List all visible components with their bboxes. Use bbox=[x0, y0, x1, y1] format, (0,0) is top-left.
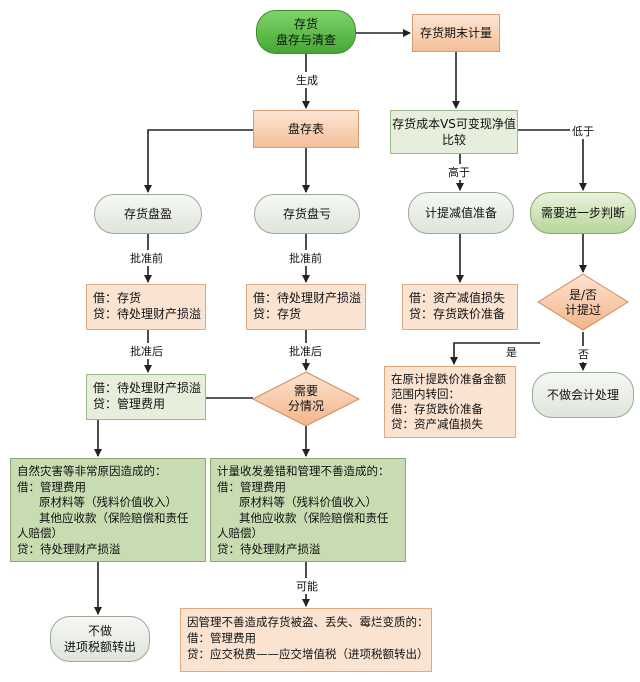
need-case-line-2: 分情况 bbox=[287, 399, 324, 413]
surplus-node: 存货盘盈 bbox=[94, 194, 202, 234]
impairment-entry-credit: 贷：存货跌价准备 bbox=[409, 307, 506, 321]
surplus-entry-box: 借：存货 贷：待处理财产损溢 bbox=[86, 284, 206, 330]
shortage-label: 存货盘亏 bbox=[282, 207, 331, 221]
no-input-tax-line-1: 不做 bbox=[87, 624, 112, 638]
disaster-line-2: 借：管理费用 bbox=[17, 479, 86, 494]
surplus-entry-credit: 贷：待处理财产损溢 bbox=[93, 307, 202, 321]
need-case-line-1: 需要 bbox=[293, 384, 318, 398]
period-end-label: 存货期末计量 bbox=[419, 26, 492, 40]
error-line-2: 借：管理费用 bbox=[217, 479, 286, 494]
label-higher: 高于 bbox=[446, 164, 472, 180]
further-judge-label: 需要进一步判断 bbox=[540, 206, 625, 220]
error-line-3: 原材料等（残料价值收入） bbox=[239, 495, 377, 509]
edge-sheet-surplus bbox=[144, 129, 253, 193]
label-no: 否 bbox=[576, 346, 591, 362]
decision-diamond-case bbox=[251, 371, 361, 427]
surplus-label: 存货盘盈 bbox=[123, 207, 172, 221]
reverse-entry-box: 在原计提跌价准备金额 范围内转回： 借：存货跌价准备 贷：资产减值损失 bbox=[384, 366, 516, 438]
theft-loss-box: 因管理不善造成存货被盗、丢失、霉烂变质的： 借：管理费用 贷：应交税费——应交增… bbox=[180, 608, 432, 672]
start-node: 存货盘存与清查 bbox=[256, 10, 356, 54]
provision-q-line-1: 是/否 bbox=[568, 288, 598, 302]
compare-node: 存货成本VS可变现净值比较 bbox=[390, 110, 518, 154]
theft-line-1: 因管理不善造成存货被盗、丢失、霉烂变质的： bbox=[187, 615, 429, 629]
natural-disaster-box: 自然灾害等非常原因造成的： 借：管理费用 原材料等（残料价值收入） 其他应收款（… bbox=[10, 458, 206, 562]
shortage-entry-debit: 借：待处理财产损溢 bbox=[253, 291, 362, 305]
need-case-question: 需要 分情况 bbox=[266, 384, 346, 414]
no-accounting-label: 不做会计处理 bbox=[546, 388, 619, 402]
label-lower: 低于 bbox=[570, 123, 596, 139]
surplus-entry2-box: 借：待处理财产损溢 贷：管理费用 bbox=[86, 374, 206, 420]
surplus-entry2-credit: 贷：管理费用 bbox=[93, 397, 166, 411]
label-approve-before-1: 批准前 bbox=[128, 250, 165, 266]
edge-yes-reverse bbox=[450, 342, 540, 365]
label-generate: 生成 bbox=[294, 72, 320, 88]
start-line-1: 存货 bbox=[293, 17, 318, 31]
label-yes: 是 bbox=[504, 344, 519, 360]
theft-line-2: 借：管理费用 bbox=[187, 631, 256, 645]
error-line-4: 其他应收款（保险赔偿和责任 bbox=[239, 510, 389, 525]
provision-q-line-2: 计提过 bbox=[564, 303, 601, 317]
label-approve-before-2: 批准前 bbox=[287, 250, 324, 266]
impairment-node: 计提减值准备 bbox=[408, 192, 514, 234]
inventory-sheet-node: 盘存表 bbox=[253, 110, 359, 148]
disaster-line-1: 自然灾害等非常原因造成的： bbox=[17, 464, 167, 478]
disaster-line-5: 人赔偿） bbox=[17, 526, 63, 540]
reverse-line-3: 借：存货跌价准备 bbox=[391, 402, 483, 416]
shortage-entry-box: 借：待处理财产损溢 贷：存货 bbox=[246, 284, 366, 330]
start-line-2: 盘存与清查 bbox=[275, 33, 336, 47]
impairment-entry-box: 借：资产减值损失 贷：存货跌价准备 bbox=[402, 284, 518, 330]
impairment-entry-debit: 借：资产减值损失 bbox=[409, 291, 506, 305]
impairment-label: 计提减值准备 bbox=[424, 206, 497, 220]
error-line-1: 计量收发差错和管理不善造成的： bbox=[217, 464, 390, 478]
shortage-node: 存货盘亏 bbox=[254, 194, 360, 234]
disaster-line-4: 其他应收款（保险赔偿和责任 bbox=[39, 510, 189, 525]
disaster-line-6: 贷：待处理财产损溢 bbox=[17, 541, 121, 556]
reverse-line-1: 在原计提跌价准备金额 bbox=[391, 372, 506, 386]
compare-line-2: 比较 bbox=[441, 133, 466, 147]
surplus-entry-debit: 借：存货 bbox=[93, 291, 142, 305]
label-approve-after-2: 批准后 bbox=[287, 343, 324, 359]
no-input-tax-line-2: 进项税额转出 bbox=[63, 640, 136, 654]
theft-line-3: 贷：应交税费——应交增值税（进项税额转出） bbox=[187, 647, 429, 661]
error-line-5: 人赔偿） bbox=[217, 526, 263, 540]
label-possible: 可能 bbox=[294, 578, 320, 594]
label-approve-after-1: 批准后 bbox=[128, 343, 165, 359]
disaster-line-3: 原材料等（残料价值收入） bbox=[39, 495, 177, 509]
reverse-line-4: 贷：资产减值损失 bbox=[391, 417, 483, 431]
measurement-error-box: 计量收发差错和管理不善造成的： 借：管理费用 原材料等（残料价值收入） 其他应收… bbox=[210, 458, 406, 562]
shortage-entry-credit: 贷：存货 bbox=[253, 307, 302, 321]
period-end-node: 存货期末计量 bbox=[412, 14, 500, 52]
decision-diamond-provision bbox=[537, 273, 629, 331]
compare-line-1: 存货成本VS可变现净值 bbox=[392, 117, 516, 131]
no-accounting-node: 不做会计处理 bbox=[532, 372, 634, 418]
provision-question: 是/否 计提过 bbox=[548, 288, 618, 318]
inventory-sheet-label: 盘存表 bbox=[287, 122, 324, 136]
error-line-6: 贷：待处理财产损溢 bbox=[217, 541, 321, 556]
no-input-tax-node: 不做进项税额转出 bbox=[50, 616, 150, 662]
surplus-entry2-debit: 借：待处理财产损溢 bbox=[93, 381, 202, 395]
further-judge-node: 需要进一步判断 bbox=[530, 192, 636, 234]
edge-compare-judge bbox=[518, 129, 587, 191]
reverse-line-2: 范围内转回： bbox=[391, 387, 460, 401]
